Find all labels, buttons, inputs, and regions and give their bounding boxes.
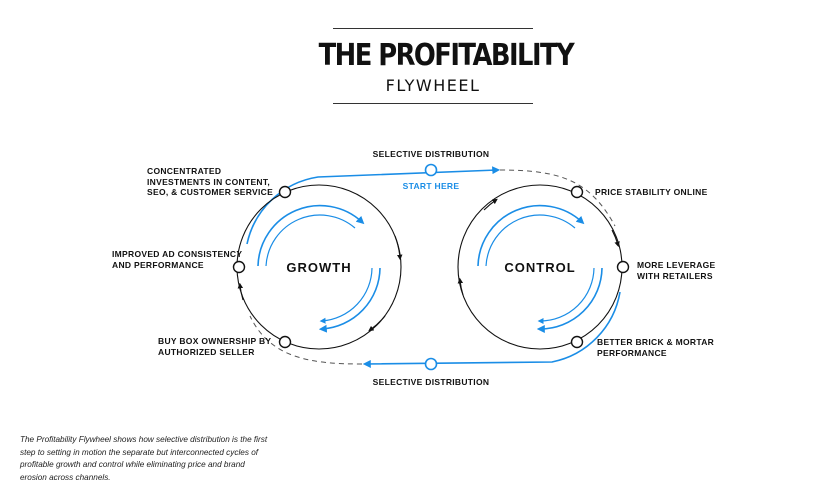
control-ring-arrow-left — [457, 277, 464, 296]
page-title: THE PROFITABILITY — [318, 38, 575, 73]
distribution-node-bottom — [424, 357, 438, 371]
growth-ring-arrow-left — [237, 282, 244, 301]
distribution-node-top — [424, 163, 438, 177]
control-ring-arrow-top — [483, 198, 498, 211]
label-more-leverage: MORE LEVERAGE WITH RETAILERS — [637, 260, 716, 281]
label-concentrated-investments: CONCENTRATED INVESTMENTS IN CONTENT, SEO… — [147, 166, 274, 197]
title-rule-bottom — [333, 103, 533, 104]
control-ring-arrow-right — [611, 229, 620, 248]
selective-distribution-top-label: SELECTIVE DISTRIBUTION — [372, 149, 490, 159]
control-inner-arc-lower — [536, 267, 603, 333]
control-node-price — [570, 185, 584, 199]
label-price-stability: PRICE STABILITY ONLINE — [595, 187, 708, 197]
control-inner-arc-upper-2 — [485, 214, 576, 267]
start-here-label: START HERE — [402, 181, 460, 191]
control-inner-arc-upper — [477, 204, 585, 267]
page-subtitle: FLYWHEEL — [385, 76, 481, 95]
control-label: CONTROL — [504, 260, 576, 275]
caption-text: The Profitability Flywheel shows how sel… — [20, 435, 268, 482]
growth-node-investments — [278, 185, 292, 199]
label-improved-ad-consistency: IMPROVED AD CONSISTENCY AND PERFORMANCE — [112, 249, 243, 270]
growth-inner-arc-upper — [257, 204, 365, 267]
growth-cycle — [232, 184, 403, 350]
control-cycle — [457, 184, 630, 350]
growth-inner-arc-lower-2 — [319, 267, 373, 324]
title-rule-top — [333, 28, 533, 29]
growth-ring-arrow-bottom — [368, 315, 386, 332]
growth-label: GROWTH — [286, 260, 352, 275]
growth-inner-arc-lower — [318, 267, 381, 333]
selective-distribution-bottom-label: SELECTIVE DISTRIBUTION — [372, 377, 490, 387]
label-buy-box-ownership: BUY BOX OWNERSHIP BY AUTHORIZED SELLER — [158, 336, 272, 357]
growth-ring-arrow-right — [394, 235, 403, 261]
blue-outer-loop-top — [246, 166, 501, 245]
growth-inner-arc-upper-2 — [265, 214, 356, 267]
control-node-brick — [570, 335, 584, 349]
growth-node-buybox — [278, 335, 292, 349]
dashed-connector-top — [499, 169, 616, 227]
control-inner-arc-lower-2 — [537, 267, 595, 324]
growth-node-ads — [232, 260, 246, 274]
blue-outer-loop-bottom — [362, 291, 621, 368]
control-node-leverage — [616, 260, 630, 274]
label-better-brick-mortar: BETTER BRICK & MORTAR PERFORMANCE — [597, 337, 715, 358]
